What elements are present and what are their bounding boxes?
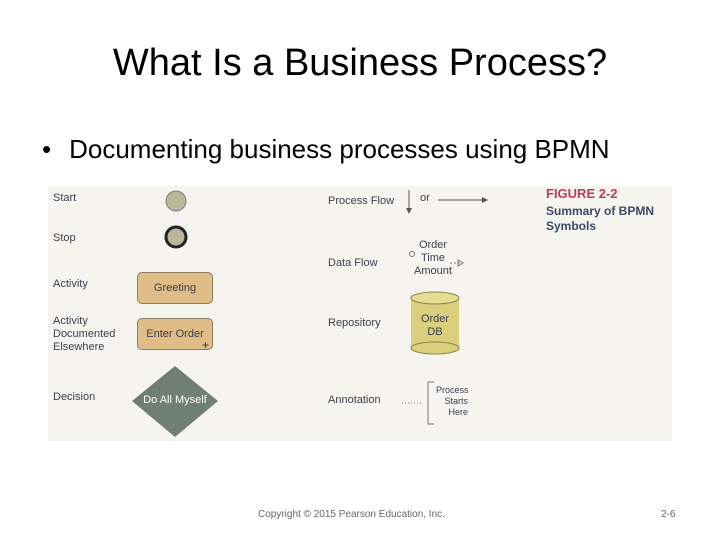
label-activity-documented-line3: Elsewhere bbox=[53, 341, 105, 353]
process-flow-or: or bbox=[420, 192, 430, 204]
bpmn-figure: FIGURE 2-2 Summary of BPMN Symbols Start… bbox=[48, 186, 672, 441]
label-activity: Activity bbox=[53, 278, 88, 290]
annotation-text-line2: Starts bbox=[444, 396, 468, 406]
decision-gateway-icon bbox=[132, 366, 218, 437]
label-activity-documented-line2: Documented bbox=[53, 328, 116, 340]
end-event-icon bbox=[164, 225, 188, 249]
start-event-icon bbox=[165, 190, 187, 212]
data-flow-text: Order Time Amount bbox=[414, 239, 452, 278]
label-stop: Stop bbox=[53, 232, 76, 244]
repository-top-icon bbox=[410, 291, 460, 305]
figure-subtitle: Summary of BPMN Symbols bbox=[546, 204, 654, 234]
process-flow-arrowhead-icon bbox=[406, 208, 412, 214]
annotation-bracket-icon bbox=[427, 381, 434, 425]
bullet-point: • Documenting business processes using BP… bbox=[42, 134, 610, 165]
repository-bottom-icon bbox=[410, 341, 460, 355]
repository-text-line1: Order bbox=[420, 313, 450, 325]
annotation-text-line1: Process bbox=[436, 385, 469, 395]
page-number: 2-6 bbox=[661, 509, 676, 520]
figure-subtitle-line2: Symbols bbox=[546, 219, 597, 233]
annotation-text: Process Starts Here bbox=[436, 385, 469, 418]
decision-diamond-label: Do All Myself bbox=[143, 394, 207, 406]
activity-greeting-box: Greeting bbox=[137, 272, 213, 304]
repository-text: Order DB bbox=[411, 313, 459, 339]
figure-subtitle-line1: Summary of BPMN bbox=[546, 204, 655, 218]
label-process-flow: Process Flow bbox=[328, 195, 395, 207]
data-flow-text-line1: Order bbox=[418, 239, 448, 251]
process-flow-right-arrowhead-icon bbox=[482, 197, 488, 203]
bullet-icon: • bbox=[42, 134, 52, 164]
data-flow-text-line2: Time bbox=[420, 252, 446, 264]
label-decision: Decision bbox=[53, 391, 96, 403]
activity-enter-order-label: Enter Order bbox=[146, 328, 204, 340]
repository-text-line2: DB bbox=[427, 326, 443, 338]
data-flow-text-line3: Amount bbox=[414, 265, 452, 277]
label-activity-documented-line1: Activity bbox=[53, 315, 88, 327]
label-data-flow: Data Flow bbox=[328, 257, 378, 269]
label-annotation: Annotation bbox=[328, 394, 381, 406]
label-start: Start bbox=[53, 192, 77, 204]
footer-copyright: Copyright © 2015 Pearson Education, Inc. bbox=[258, 509, 445, 520]
bullet-text: Documenting business processes using BPM… bbox=[69, 134, 610, 164]
activity-enter-order-box: Enter Order + bbox=[137, 318, 213, 352]
repository-body-icon bbox=[411, 298, 459, 348]
annotation-text-line3: Here bbox=[448, 407, 468, 417]
label-activity-documented: Activity Documented Elsewhere bbox=[53, 315, 115, 354]
data-flow-origin-icon bbox=[409, 251, 415, 257]
bpmn-shapes bbox=[132, 190, 488, 437]
subprocess-plus-icon: + bbox=[201, 338, 209, 352]
figure-title: FIGURE 2-2 bbox=[546, 186, 618, 201]
label-repository: Repository bbox=[328, 317, 381, 329]
data-flow-arrowhead-icon bbox=[457, 259, 464, 267]
slide-title: What Is a Business Process? bbox=[112, 42, 608, 84]
